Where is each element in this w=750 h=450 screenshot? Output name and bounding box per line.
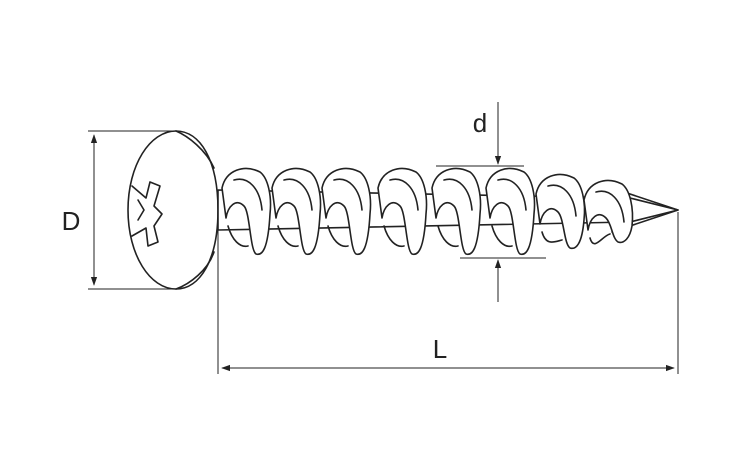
thread-crest — [271, 167, 322, 256]
thread-helix-line — [227, 178, 263, 248]
thread-helix-line — [277, 178, 313, 248]
screw-tip — [611, 187, 679, 233]
thread-crest — [321, 167, 372, 256]
thread-crest — [221, 167, 272, 256]
dimension-length: L — [217, 212, 679, 374]
thread-helix-line — [327, 178, 363, 248]
head-outline — [127, 130, 219, 290]
thread-diameter-label: d — [473, 108, 487, 138]
thread-crest — [485, 167, 536, 256]
phillips-recess-icon — [131, 181, 163, 247]
thread-helix-line — [383, 178, 419, 248]
head-crown-edge — [175, 130, 215, 169]
dimension-head-diameter: D — [62, 130, 176, 290]
thread-crests — [221, 167, 634, 256]
thread-crest — [535, 173, 586, 250]
screw-head — [127, 130, 219, 290]
length-label: L — [433, 334, 447, 364]
screw-shank — [217, 167, 679, 256]
thread-crest — [431, 167, 482, 256]
thread-helix-line — [437, 178, 473, 248]
head-diameter-label: D — [62, 206, 81, 236]
thread-helix-line — [541, 184, 577, 243]
thread-crest — [377, 167, 428, 256]
head-rim-back — [175, 251, 215, 290]
thread-helix-line — [589, 190, 625, 245]
thread-crest — [583, 179, 634, 244]
thread-helix-line — [491, 178, 527, 248]
dimension-thread-diameter: d — [436, 102, 546, 302]
